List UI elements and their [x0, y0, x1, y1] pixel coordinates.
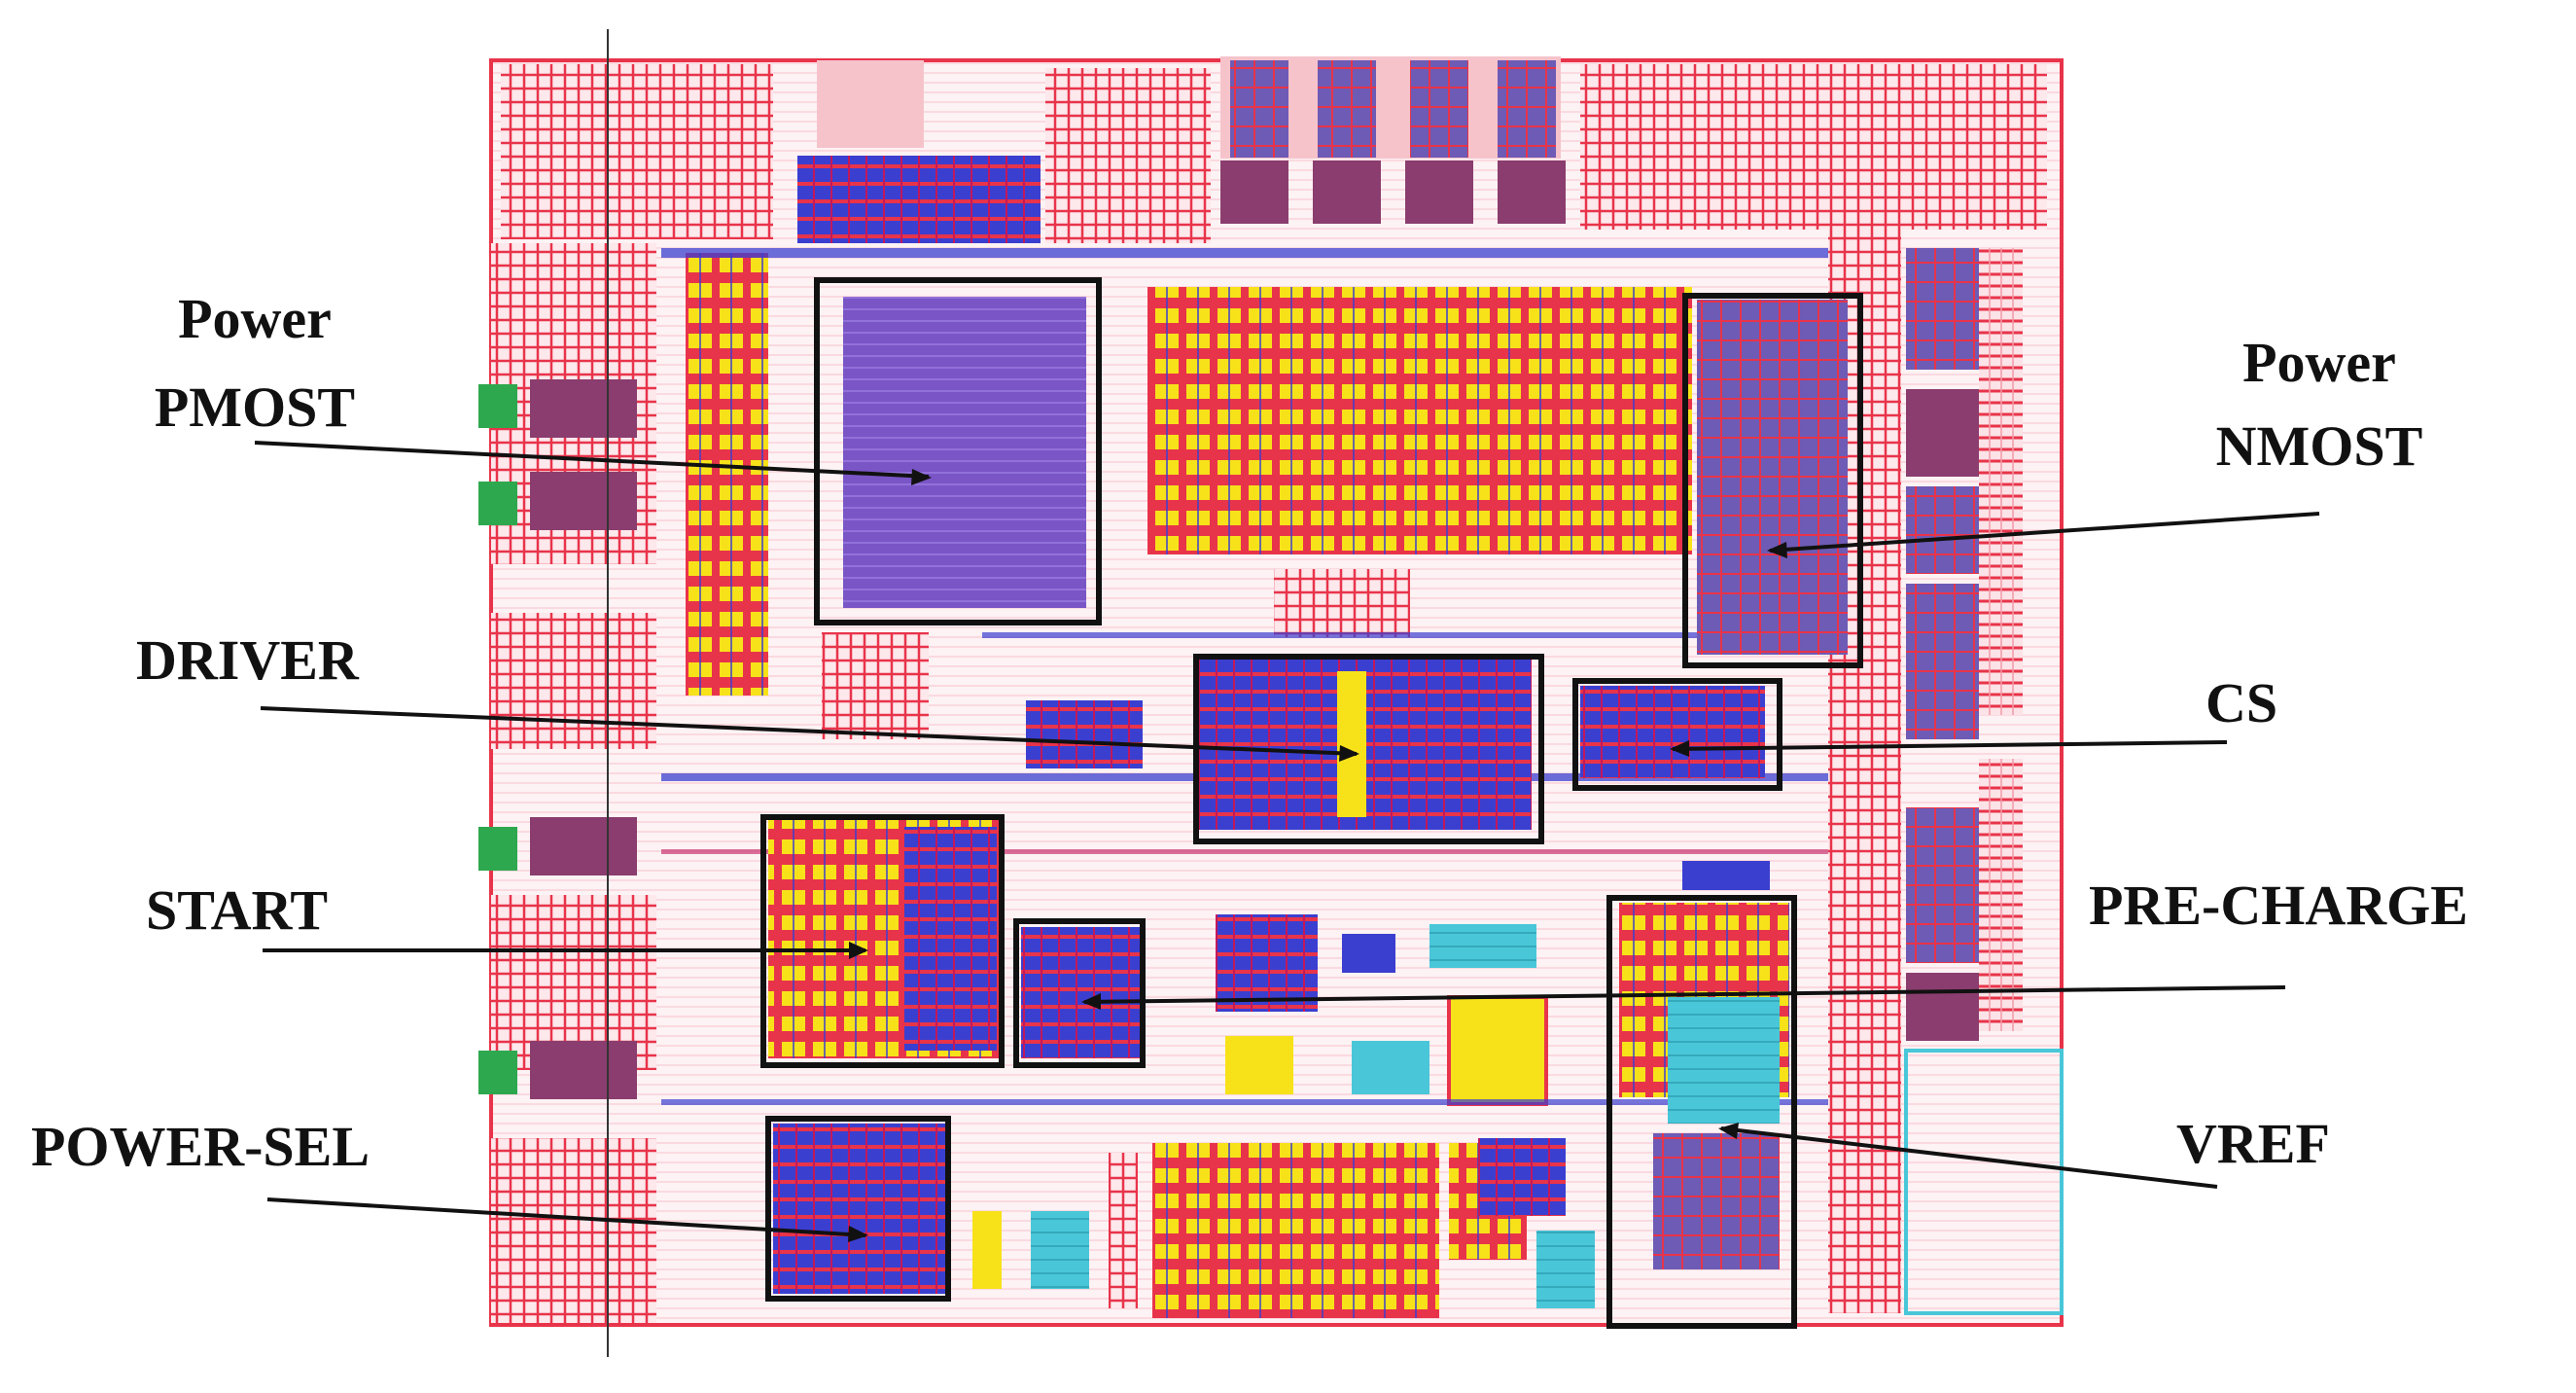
power-sel-outline: [765, 1116, 951, 1302]
leader-driver: [260, 706, 1358, 756]
capacitor-array: [1152, 1143, 1439, 1318]
pad-block: [501, 64, 773, 239]
cs-outline: [1572, 678, 1782, 791]
label-pre-charge: PRE-CHARGE: [2089, 874, 2468, 937]
power-sel-block: [773, 1124, 948, 1294]
module-labels: Power PMOST Power NMOST DRIVER CS START …: [31, 287, 2468, 1178]
pre-charge-outline: [1013, 918, 1146, 1068]
leader-pre-charge: [1083, 985, 2286, 1004]
power-pmost-outline: [814, 277, 1102, 625]
label-power-pmost-line1: Power: [178, 287, 332, 350]
leader-vref: [1720, 1126, 2218, 1189]
pad-block: [1045, 68, 1211, 243]
label-driver: DRIVER: [136, 628, 360, 692]
cap-column: [686, 253, 768, 696]
label-power-sel: POWER-SEL: [31, 1115, 370, 1178]
leader-cs: [1672, 740, 2228, 751]
label-start: START: [146, 878, 328, 942]
leader-arrowheads: [848, 469, 1787, 1242]
leader-power-pmost: [254, 441, 930, 479]
label-power-pmost-line2: PMOST: [155, 375, 355, 439]
capacitor-array: [1147, 287, 1692, 554]
leader-power-nmost: [1769, 512, 2320, 553]
cs-block: [1580, 686, 1765, 778]
start-outline: [760, 814, 1005, 1068]
leader-power-sel: [266, 1197, 866, 1237]
leader-lines: [254, 441, 2320, 1237]
power-nmost-outline: [1682, 293, 1863, 668]
label-cs: CS: [2205, 671, 2277, 734]
pmost-array: [843, 297, 1086, 608]
vref-outline: [1606, 895, 1797, 1329]
pre-charge-block: [1021, 927, 1140, 1058]
label-vref: VREF: [2176, 1112, 2330, 1175]
label-power-nmost-line1: Power: [2242, 331, 2396, 394]
module-outlines: [760, 277, 1863, 1329]
chip-die: [478, 29, 2064, 1357]
nmost-array: [1697, 300, 1848, 655]
label-power-nmost-line2: NMOST: [2216, 414, 2423, 478]
pad-block: [1580, 64, 2047, 230]
